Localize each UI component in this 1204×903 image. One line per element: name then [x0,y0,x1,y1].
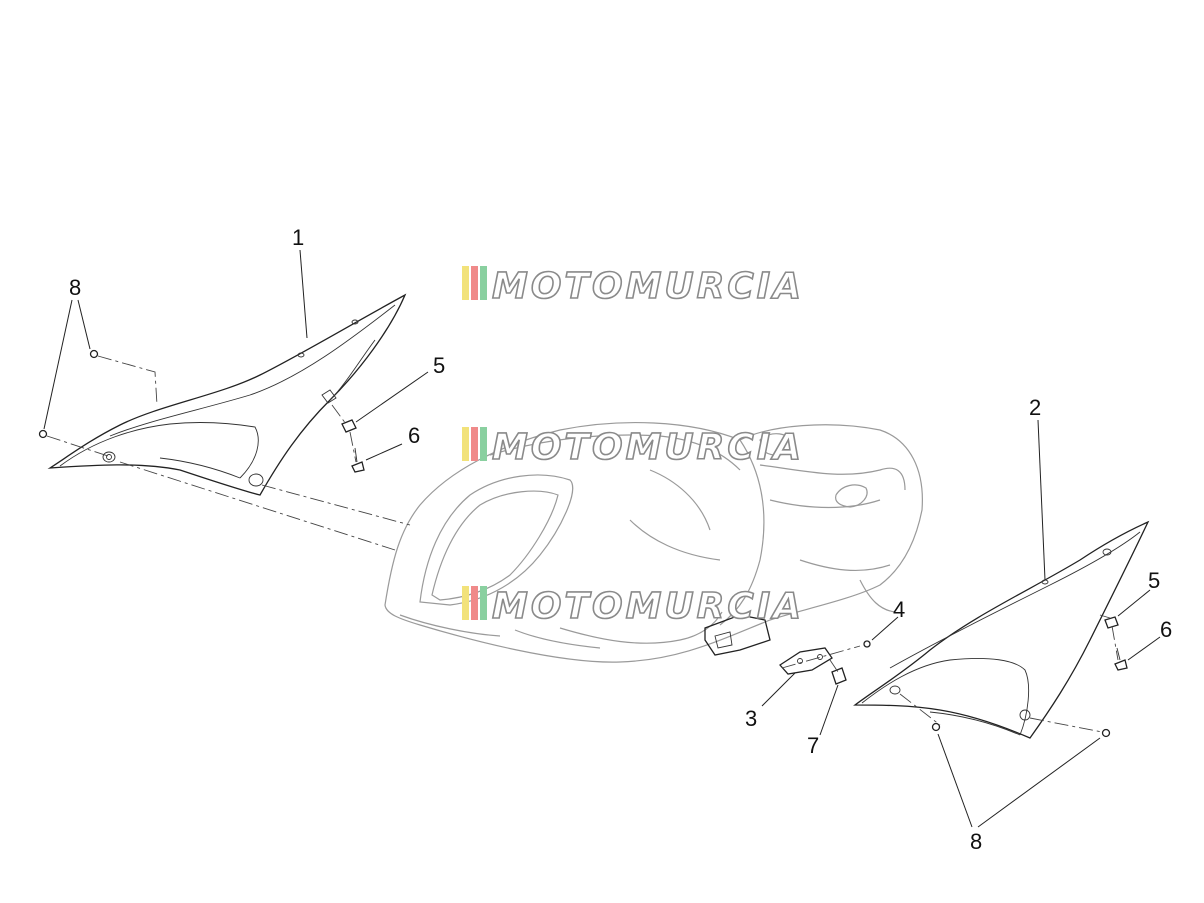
watermark-stripe-yellow [462,266,469,300]
callout-4: 4 [893,597,905,622]
left-side-panel [47,293,407,496]
screw-8-right-b [1101,728,1111,738]
assembly-lines [46,355,1119,733]
watermark-stripe-red [471,266,478,300]
watermark-stripe-red [471,427,478,461]
callout-3: 3 [745,706,757,731]
callout-1: 1 [292,225,304,250]
bracket-part-3 [779,647,833,675]
screw-6-right [1114,647,1128,671]
screw-8-left-top [89,349,99,359]
hinge-mount [704,614,771,656]
callout-6-left: 6 [408,423,420,448]
nut-5-right [1104,616,1119,629]
watermark-middle: MOTOMURCIA [462,426,804,469]
callout-5-left: 5 [433,353,445,378]
watermark-text: MOTOMURCIA [492,586,804,627]
watermark-stripe-red [471,586,478,620]
watermark-bottom: MOTOMURCIA [462,585,804,628]
screw-8-right-a [931,722,941,732]
callout-labels: 1 8 5 6 2 4 5 6 3 7 8 [69,225,1172,854]
screw-4 [863,640,871,648]
tank-cover [384,422,923,663]
watermark-stripe-green [480,427,487,461]
watermark-stripe-green [480,586,487,620]
nut-5-left [341,419,357,433]
watermark-text: MOTOMURCIA [492,427,804,468]
screw-8-left-bottom [38,429,48,439]
watermark-stripe-green [480,266,487,300]
leader-lines [43,249,1161,828]
screw-6-left [351,447,365,473]
callout-8-left: 8 [69,275,81,300]
clip-part-7 [831,667,847,685]
callout-6-right: 6 [1160,617,1172,642]
watermark-top: MOTOMURCIA [462,265,804,308]
watermark-stripe-yellow [462,586,469,620]
watermark-stripe-yellow [462,427,469,461]
right-side-panel [853,520,1150,739]
watermark-text: MOTOMURCIA [492,266,804,307]
callout-7: 7 [807,733,819,758]
callout-8-right: 8 [970,829,982,854]
callout-2: 2 [1029,395,1041,420]
callout-5-right: 5 [1148,568,1160,593]
